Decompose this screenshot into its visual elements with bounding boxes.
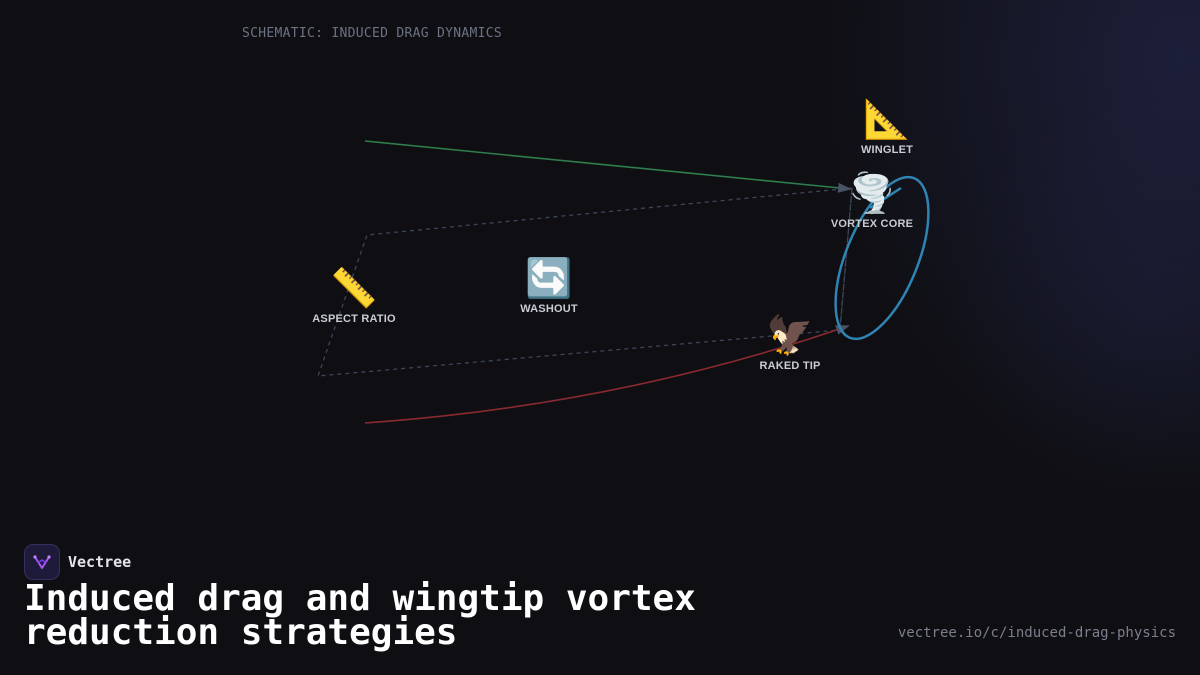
node-aspect-ratio: 📏 ASPECT RATIO [312,265,395,325]
triangular-ruler-icon: 📐 [863,97,911,141]
vortex-tail [869,186,902,210]
node-vortex-core: 🌪️ VORTEX CORE [831,170,913,230]
node-raked-tip-label: RAKED TIP [759,360,821,372]
vectree-logo-icon [24,544,60,580]
node-winglet-label: WINGLET [860,144,914,156]
rotate-arrows-icon: 🔄 [525,256,573,300]
node-washout-label: WASHOUT [520,303,578,315]
eagle-icon: 🦅 [766,313,814,357]
node-washout: 🔄 WASHOUT [520,255,578,315]
tornado-icon: 🌪️ [848,171,896,215]
schematic-label: SCHEMATIC: INDUCED DRAG DYNAMICS [242,26,503,41]
red-link-to-raked-tip [364,325,850,424]
node-winglet: 📐 WINGLET [861,96,913,156]
vortex-ring [834,175,930,341]
node-aspect-ratio-label: ASPECT RATIO [312,313,396,325]
page-title: Induced drag and wingtip vortex reductio… [24,578,696,653]
node-vortex-core-label: VORTEX CORE [830,218,914,230]
brand-name: Vectree [68,553,132,571]
green-link-to-vortex [364,140,852,193]
brand: Vectree [24,544,131,580]
node-raked-tip: 🦅 RAKED TIP [759,312,820,372]
straight-ruler-icon: 📏 [330,266,378,310]
source-url[interactable]: vectree.io/c/induced-drag-physics [897,625,1176,641]
dashed-wing-outline [317,187,853,377]
